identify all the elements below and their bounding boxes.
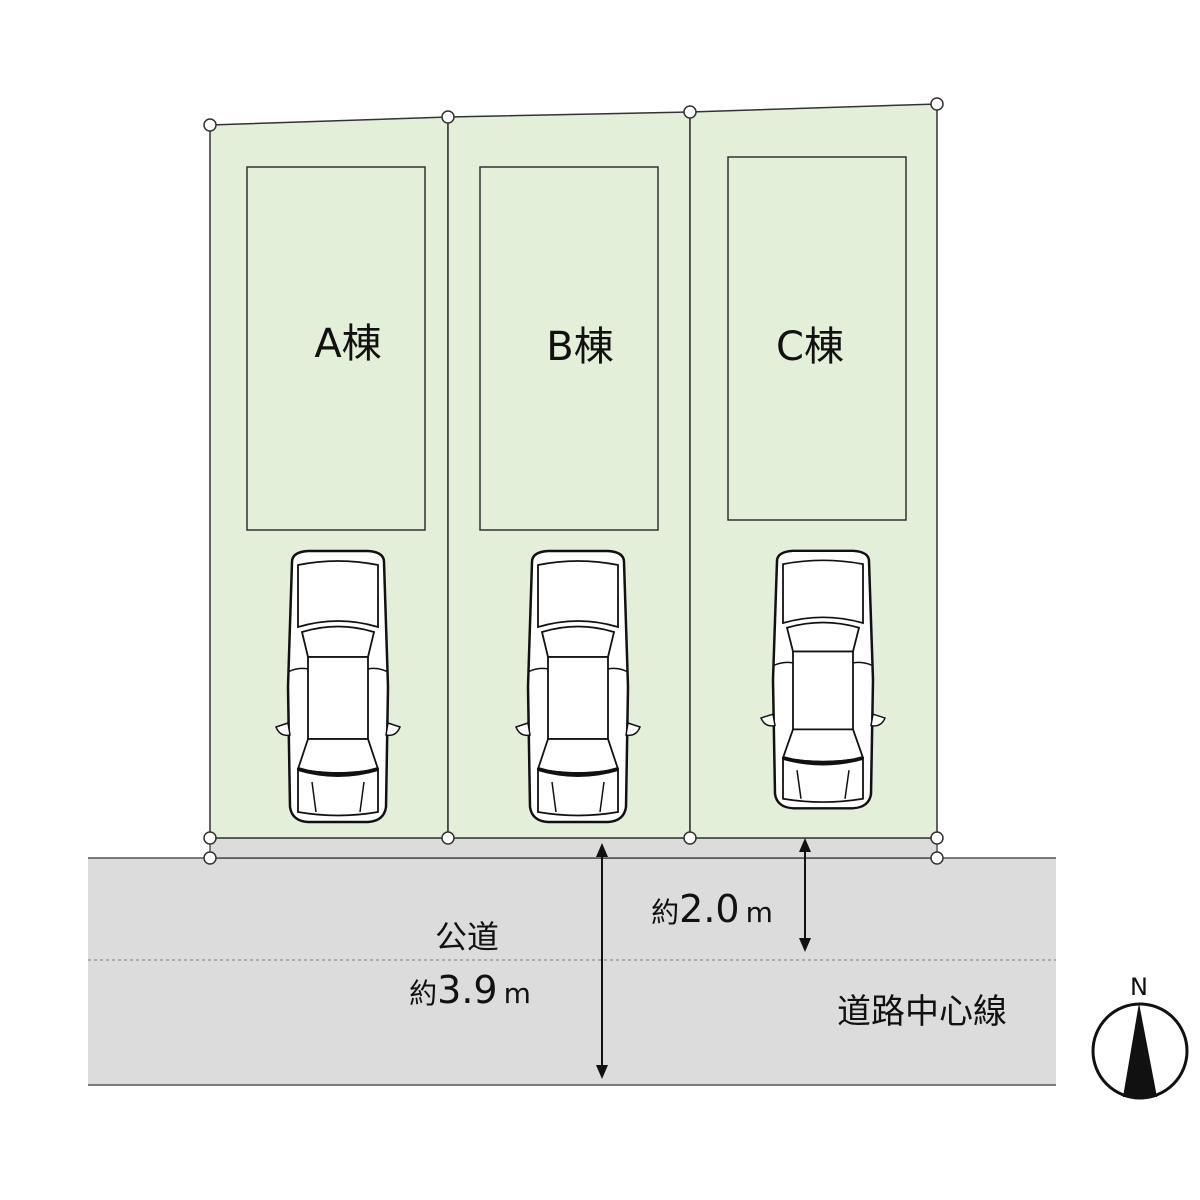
car-icon [274,549,402,824]
centerline-label: 道路中心線 [837,992,1007,1032]
building-c [727,156,907,521]
building-b-label: B棟 [546,324,613,370]
setback-strip [209,837,938,859]
road-width-arrow [596,843,608,1079]
road-name: 公道 [435,918,499,956]
compass-label: N [1130,973,1148,1001]
boundary-markers [203,97,944,865]
building-c-label: C棟 [776,324,844,370]
car-icon [759,548,887,811]
car-icon [514,549,642,824]
building-b [479,166,659,531]
setback-arrow [799,838,811,952]
building-a [246,166,426,531]
public-road [88,858,1056,1085]
north-arrow-icon [1091,1002,1189,1100]
building-a-label: A棟 [314,321,381,367]
